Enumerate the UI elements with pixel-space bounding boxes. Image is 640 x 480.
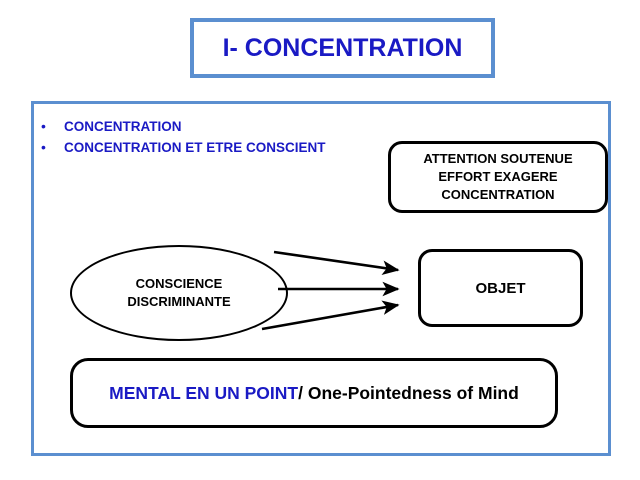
mental-black-text: / One-Pointedness of Mind bbox=[298, 382, 519, 403]
objet-box-label: OBJET bbox=[475, 279, 526, 297]
conscience-line-2: DISCRIMINANTE bbox=[127, 294, 231, 309]
mental-box: MENTAL EN UN POINT/ One-Pointedness of M… bbox=[70, 358, 558, 428]
mental-box-text: MENTAL EN UN POINT/ One-Pointedness of M… bbox=[95, 380, 533, 407]
attention-line-2: EFFORT EXAGERE bbox=[438, 169, 558, 184]
conscience-ellipse-text: CONSCIENCE DISCRIMINANTE bbox=[127, 275, 230, 311]
list-item: • CONCENTRATION ET ETRE CONSCIENT bbox=[36, 139, 416, 156]
attention-line-3: CONCENTRATION bbox=[441, 187, 555, 202]
objet-box: OBJET bbox=[418, 249, 583, 327]
slide-title-box: I- CONCENTRATION bbox=[190, 18, 495, 78]
bullet-label: CONCENTRATION ET ETRE CONSCIENT bbox=[64, 140, 326, 155]
attention-line-1: ATTENTION SOUTENUE bbox=[423, 151, 573, 166]
attention-box-text: ATTENTION SOUTENUE EFFORT EXAGERE CONCEN… bbox=[423, 150, 572, 204]
attention-box: ATTENTION SOUTENUE EFFORT EXAGERE CONCEN… bbox=[388, 141, 608, 213]
bullet-list: • CONCENTRATION • CONCENTRATION ET ETRE … bbox=[36, 118, 416, 160]
mental-blue-text: MENTAL EN UN POINT bbox=[109, 382, 299, 403]
conscience-line-1: CONSCIENCE bbox=[135, 276, 223, 291]
list-item: • CONCENTRATION bbox=[36, 118, 416, 135]
page-title: I- CONCENTRATION bbox=[222, 33, 463, 62]
bullet-dot-icon: • bbox=[41, 118, 46, 134]
conscience-ellipse: CONSCIENCE DISCRIMINANTE bbox=[70, 245, 288, 341]
bullet-dot-icon: • bbox=[41, 139, 46, 155]
bullet-label: CONCENTRATION bbox=[64, 119, 182, 134]
